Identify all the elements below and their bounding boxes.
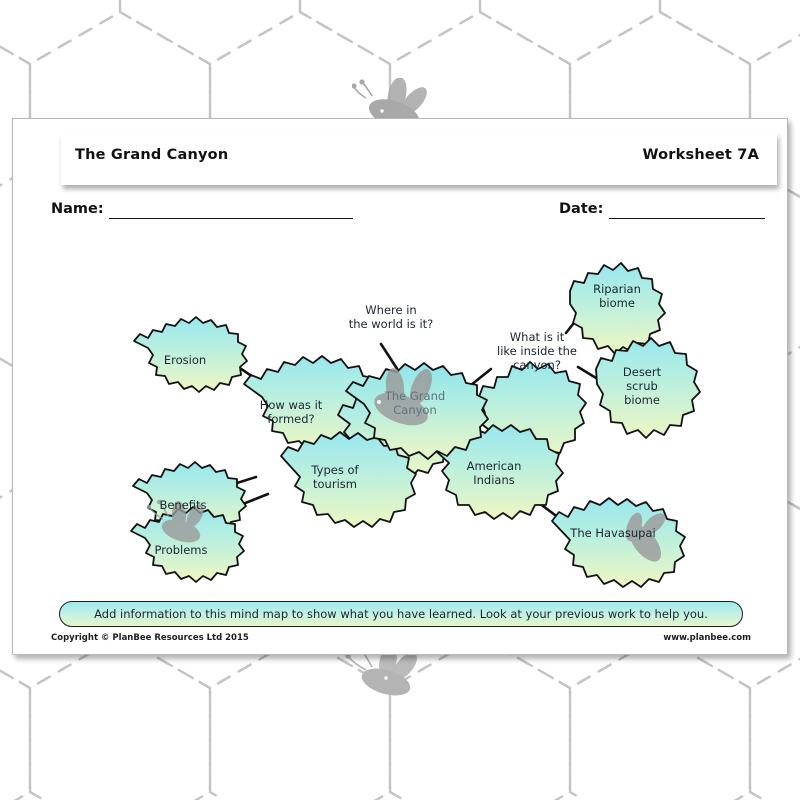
instruction-text: Add information to this mind map to show… xyxy=(94,607,708,621)
node-types-of-tourism xyxy=(280,431,417,528)
bee-icon-on-problems-node xyxy=(146,499,204,543)
worksheet-code: Worksheet 7A xyxy=(642,147,759,163)
bee-icon-on-havasupai-node xyxy=(625,512,666,562)
node-erosion xyxy=(133,316,248,393)
node-the-havasupai xyxy=(551,497,686,588)
website-text: www.planbee.com xyxy=(663,633,751,643)
header-band: The Grand Canyon Worksheet 7A xyxy=(61,133,777,185)
name-label: Name: xyxy=(51,201,104,217)
page-title: The Grand Canyon xyxy=(75,147,229,163)
instruction-banner: Add information to this mind map to show… xyxy=(59,601,743,627)
copyright-text: Copyright © PlanBee Resources Ltd 2015 xyxy=(51,633,249,643)
node-desert-scrub-biome xyxy=(595,337,701,439)
worksheet-page: The Grand Canyon Worksheet 7A Name: Date… xyxy=(12,118,788,655)
node-american-indians xyxy=(436,424,564,520)
name-input-rule[interactable] xyxy=(109,218,353,219)
node-riparian-biome xyxy=(569,262,666,355)
bee-icon-on-center-node xyxy=(374,368,432,426)
date-input-rule[interactable] xyxy=(609,218,765,219)
date-label: Date: xyxy=(559,201,604,217)
mind-map-diagram xyxy=(130,262,701,588)
